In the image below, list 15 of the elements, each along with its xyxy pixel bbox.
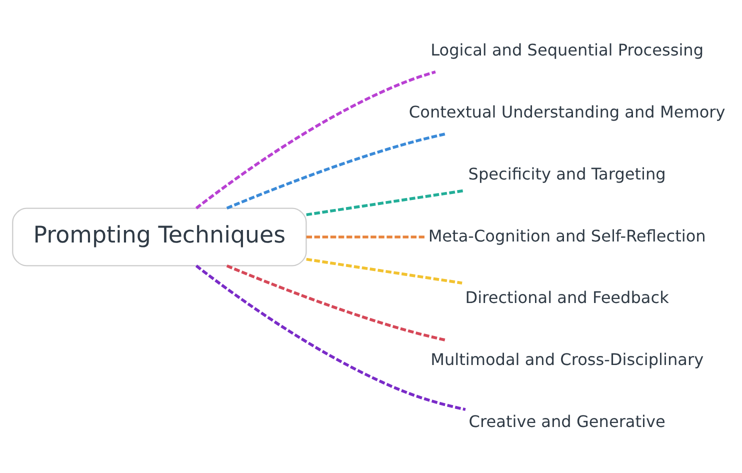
connector xyxy=(306,188,464,216)
node-text: Creative and Generative xyxy=(468,412,666,431)
connector xyxy=(226,132,446,209)
node-text: Meta-Cognition and Self-Reflection xyxy=(428,226,706,245)
node-text: Directional and Feedback xyxy=(465,288,669,307)
node-text: Multimodal and Cross-Disciplinary xyxy=(430,350,704,369)
connector xyxy=(306,235,425,238)
connector xyxy=(195,264,466,410)
connector xyxy=(226,264,446,342)
node-text: Logical and Sequential Processing xyxy=(430,40,704,59)
node-box: Prompting Techniques xyxy=(12,207,307,266)
connector xyxy=(306,257,462,284)
node-text: Specificity and Targeting xyxy=(468,164,666,183)
node-text: Contextual Understanding and Memory xyxy=(408,102,726,121)
connector xyxy=(195,70,436,209)
